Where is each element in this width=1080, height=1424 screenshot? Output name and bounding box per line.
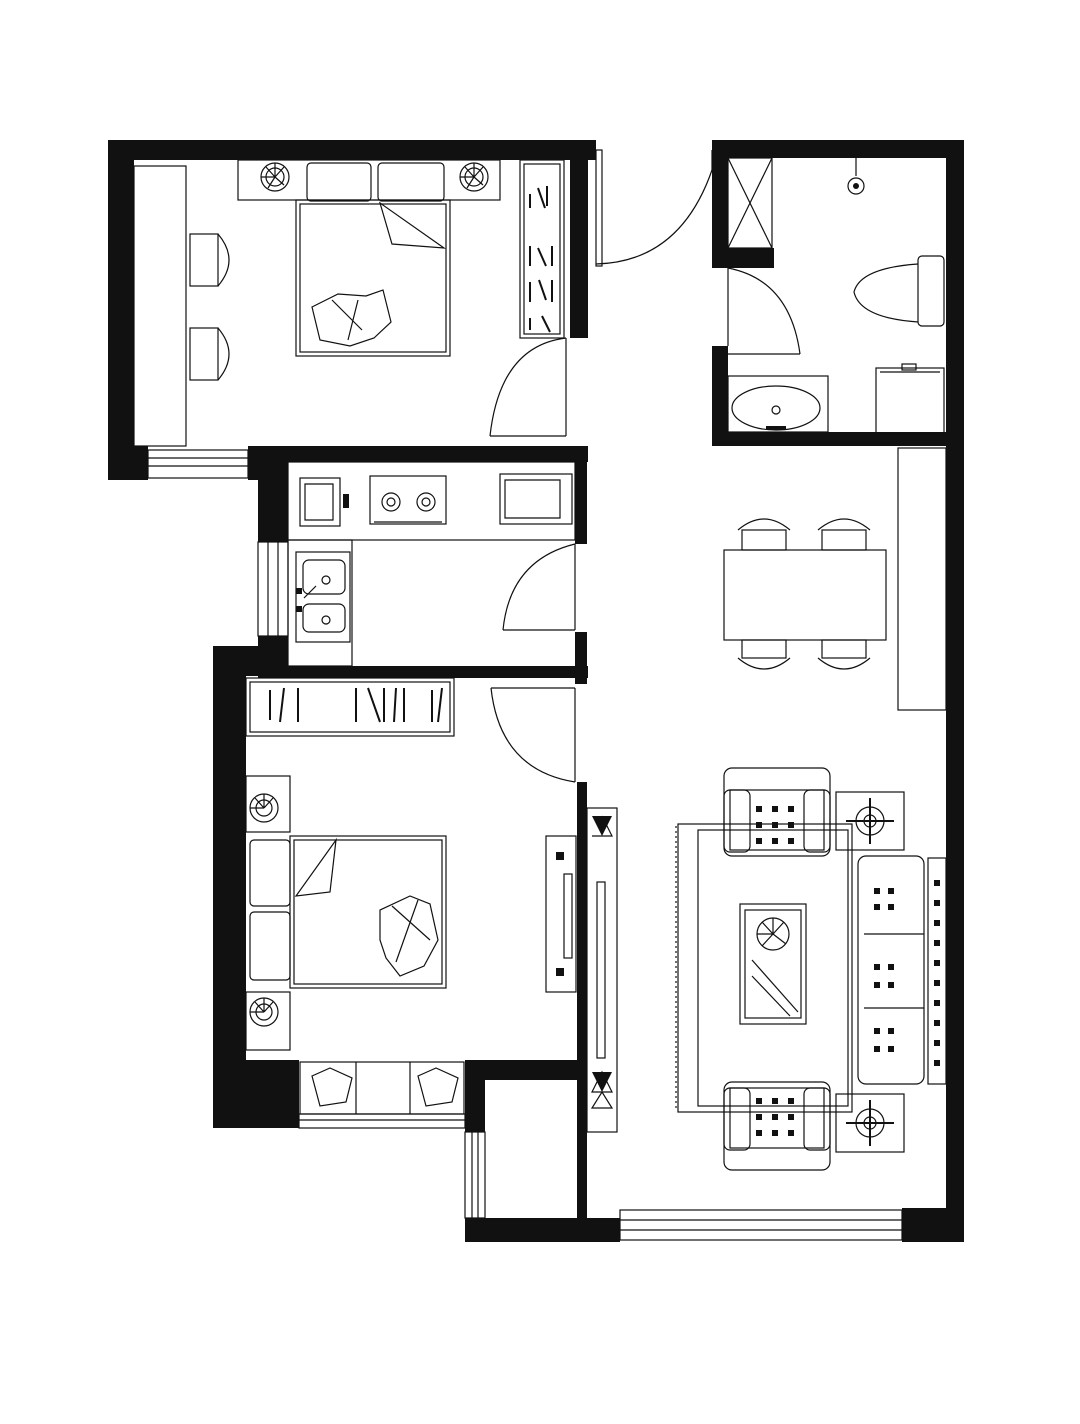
nightstand [245,991,291,1051]
shower-cabinet [727,157,773,249]
counter [287,461,576,541]
shower-head-icon [847,158,865,195]
living-room [586,767,947,1171]
toilet-icon [853,255,945,327]
dining-chair [817,518,871,551]
dining-chair [737,639,791,670]
bedroom-1 [133,159,565,447]
floor-lamp-icon [835,791,905,851]
armchair [723,767,831,857]
desk-chair [189,327,230,381]
dining-chair [817,639,871,670]
sink-icon [295,551,351,643]
washing-machine-icon [875,363,945,435]
tv-cabinet [586,807,618,1133]
cushion-icon [311,289,392,347]
stove-icon [369,475,447,525]
dining-table [723,549,887,641]
walls [108,140,964,1242]
sink-icon [727,375,829,433]
dining-chair [737,518,791,551]
nightstand-lamp-icon [249,997,279,1027]
pillow [249,839,291,907]
bed [295,199,451,357]
nightstand-lamp-icon [459,162,489,192]
bay-window-seat [299,1061,465,1115]
bookshelf [245,677,455,737]
wardrobe [519,159,565,339]
pillow [377,162,445,202]
coffee-table [739,903,807,1025]
sofa [857,855,947,1085]
desk [133,165,187,447]
refrigerator-icon [299,477,349,527]
desk [545,835,577,993]
floor-lamp-icon [835,1093,905,1153]
rug [675,823,853,1113]
doors [489,150,801,783]
kitchen [287,461,576,667]
cushion-icon [379,895,439,977]
pillow [306,162,372,202]
nightstand-lamp-icon [249,793,279,823]
pillow [249,911,291,981]
nightstand-lamp-icon [260,162,290,192]
windows [147,149,903,1241]
bed [289,835,447,989]
microwave-icon [499,473,573,525]
counter [287,539,353,667]
desk-chair [189,233,230,287]
dining-area [723,447,947,711]
bathroom [727,157,945,435]
armchair [723,1081,831,1171]
sideboard [897,447,947,711]
bedroom-2 [245,677,577,1115]
nightstand [245,775,291,833]
